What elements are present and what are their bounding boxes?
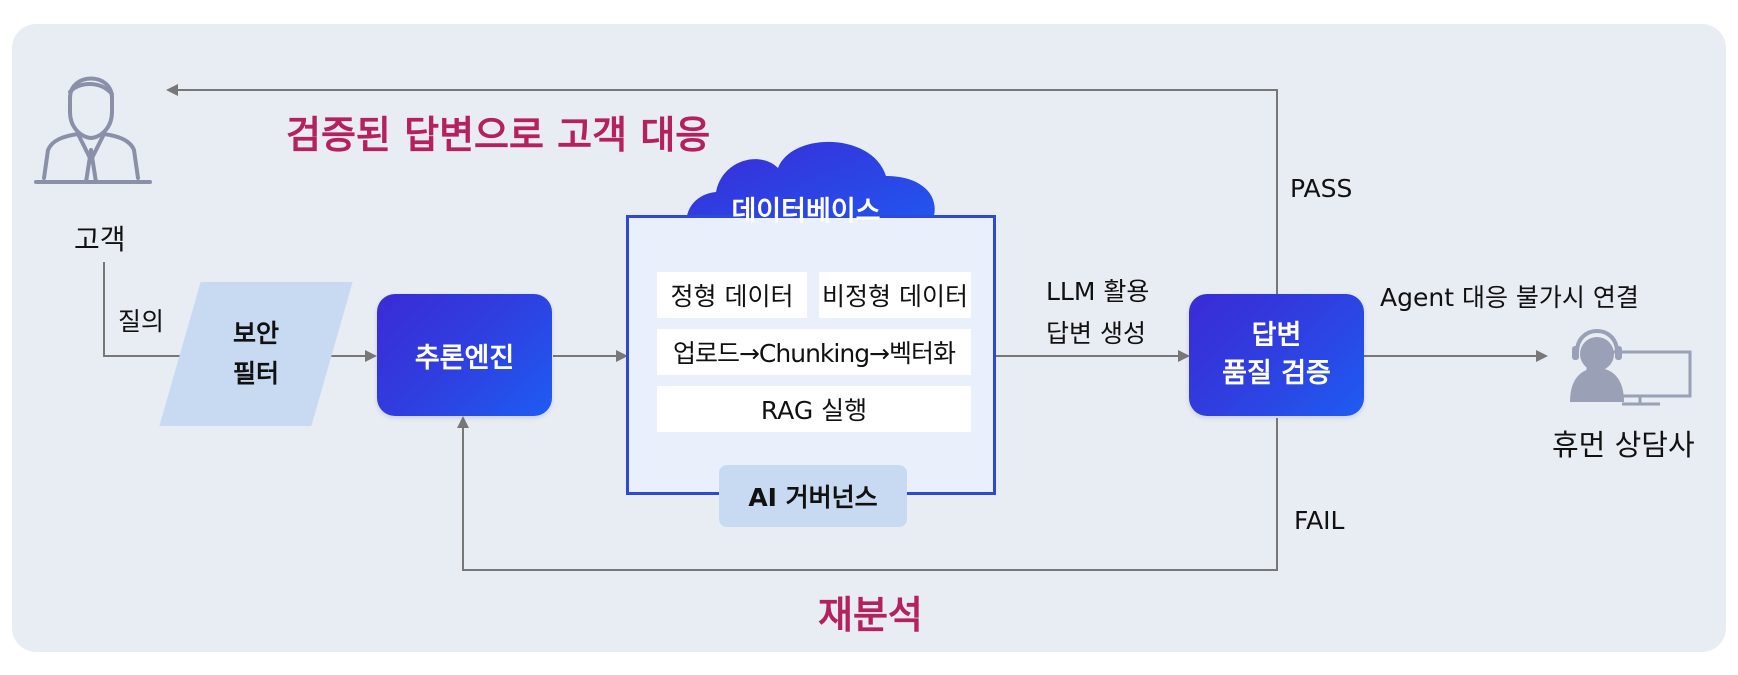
human-agent-label: 휴먼 상담사 xyxy=(1552,428,1695,462)
security-filter-line2: 필터 xyxy=(232,359,279,388)
ai-governance-label: AI 거버넌스 xyxy=(748,483,878,512)
database-box: 정형 데이터 비정형 데이터 업로드→Chunking→벡터화 RAG 실행 xyxy=(626,215,996,495)
quality-check-box: 답변 품질 검증 xyxy=(1189,294,1364,416)
structured-data-cell: 정형 데이터 xyxy=(657,272,807,318)
answer-generation-label: 답변 생성 xyxy=(1046,319,1146,348)
fail-label: FAIL xyxy=(1294,506,1345,535)
pass-label: PASS xyxy=(1290,174,1353,203)
inference-engine-label: 추론엔진 xyxy=(414,342,515,374)
unstructured-data-cell: 비정형 데이터 xyxy=(819,272,971,318)
pass-line xyxy=(166,84,1278,295)
customer-label: 고객 xyxy=(74,223,126,256)
ai-governance-box: AI 거버넌스 xyxy=(719,465,907,527)
security-filter: 보안 필터 xyxy=(159,282,353,426)
escalation-label: Agent 대응 불가시 연결 xyxy=(1380,283,1639,312)
human-agent-headset-icon xyxy=(1570,329,1692,406)
reanalysis-label: 재분석 xyxy=(818,593,923,637)
page-title: 검증된 답변으로 고객 대응 xyxy=(286,113,711,157)
vectorize-cell: 업로드→Chunking→벡터화 xyxy=(657,329,971,375)
fail-line xyxy=(457,416,1278,571)
inference-engine-box: 추론엔진 xyxy=(377,294,552,416)
customer-person-icon xyxy=(34,76,152,184)
llm-use-label: LLM 활용 xyxy=(1046,277,1150,306)
quality-check-line2: 품질 검증 xyxy=(1222,358,1331,389)
security-filter-line1: 보안 xyxy=(232,319,279,348)
query-label: 질의 xyxy=(118,307,165,336)
rag-cell: RAG 실행 xyxy=(657,386,971,432)
database-label: 데이터베이스 xyxy=(731,196,881,227)
quality-check-line1: 답변 xyxy=(1251,320,1302,351)
